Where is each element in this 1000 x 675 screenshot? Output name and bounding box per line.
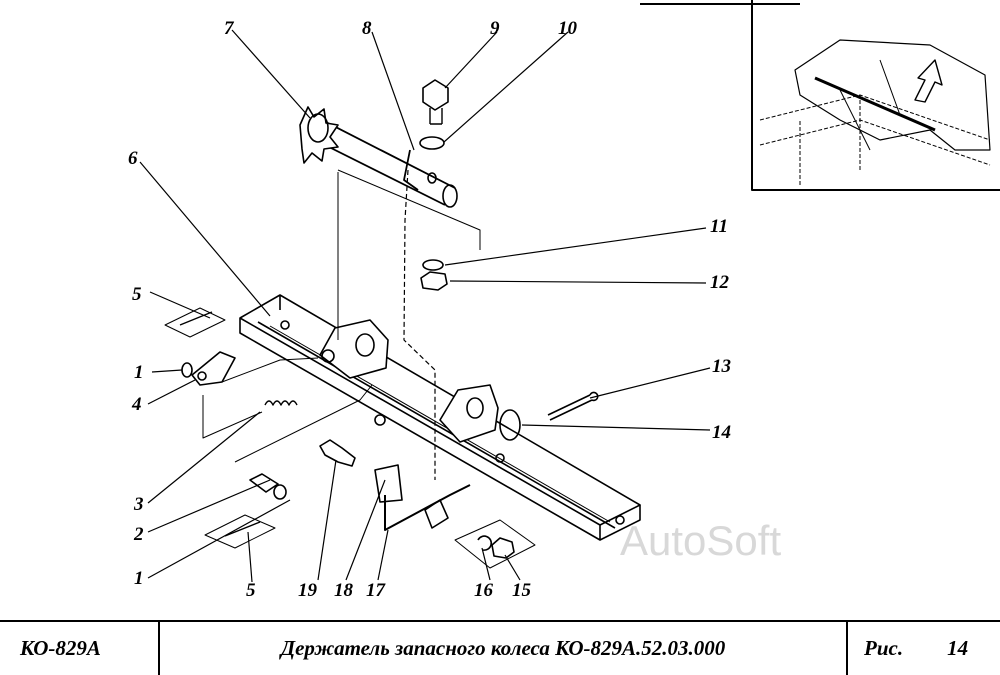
lock-rod-17	[384, 484, 471, 531]
callout-15: 15	[512, 580, 532, 601]
inset-location-view	[640, 0, 1000, 191]
plate-18	[374, 464, 403, 503]
lower-bracket	[439, 384, 499, 443]
retaining-pin	[403, 149, 419, 191]
model-code: КО-829А	[20, 636, 101, 660]
callout-10: 10	[558, 18, 578, 39]
cotter-pin-5-lower	[224, 521, 261, 537]
assembly-line-tube	[337, 169, 481, 250]
figure-cell: Рис. 14	[848, 622, 1000, 675]
model-cell: КО-829А	[0, 622, 160, 675]
washer-16	[477, 535, 493, 551]
upper-bracket	[319, 319, 389, 379]
callout-14: 14	[712, 422, 731, 443]
cotter-pin-13	[547, 391, 599, 421]
spring-3	[264, 400, 298, 406]
title-cell: Держатель запасного колеса КО-829А.52.03…	[160, 622, 848, 675]
callout-19: 19	[298, 580, 318, 601]
exploded-parts-diagram: 7 8 9 10 6 11 12 5 1 4 13 14 3 2 1 5 19 …	[128, 0, 1000, 601]
drawing-title: Держатель запасного колеса КО-829А.52.03…	[280, 636, 726, 660]
title-block: КО-829А Держатель запасного колеса КО-82…	[0, 620, 1000, 675]
callout-16: 16	[474, 580, 494, 601]
spring-washer-11	[422, 259, 444, 271]
callout-1-upper: 1	[134, 362, 144, 383]
cotter-pin-card-5-lower	[204, 514, 276, 549]
callout-7: 7	[224, 18, 235, 39]
assembly-line-latch	[221, 357, 319, 383]
callout-9: 9	[490, 18, 500, 39]
assembly-card-15-16	[454, 519, 536, 569]
watermark: AutoSoft	[620, 517, 781, 564]
clamp-plate	[424, 499, 449, 529]
bolt-19	[319, 439, 356, 467]
callout-3: 3	[133, 494, 144, 515]
callout-12: 12	[710, 272, 730, 293]
washer-1-upper	[181, 362, 193, 378]
bolt-9	[422, 79, 449, 125]
wheel-axle-tube	[299, 106, 458, 208]
figure-number: 14	[947, 636, 969, 660]
washer-14	[499, 409, 521, 441]
callout-11: 11	[710, 216, 728, 237]
assembly-line-pin	[234, 384, 373, 463]
leader-lines	[139, 29, 711, 583]
callout-4: 4	[131, 394, 142, 415]
holder-channel-frame	[239, 294, 641, 541]
callout-2: 2	[133, 524, 144, 545]
washer-1-lower	[273, 484, 287, 500]
washer-10	[419, 136, 445, 150]
callout-1-lower: 1	[134, 568, 144, 589]
callout-8: 8	[362, 18, 372, 39]
callout-5-lower: 5	[246, 580, 256, 601]
assembly-line-arrow	[202, 395, 263, 439]
pin-dashed-assembly-line	[403, 169, 436, 480]
callout-18: 18	[334, 580, 354, 601]
latch-plate-4	[191, 351, 236, 386]
figure-label: Рис.	[864, 636, 904, 660]
nut-15	[491, 537, 515, 559]
cotter-pin-card-5-upper	[164, 307, 226, 338]
callout-13: 13	[712, 356, 731, 377]
callout-5-upper: 5	[132, 284, 142, 305]
cotter-pin-5-upper	[179, 311, 213, 326]
nut-12	[420, 271, 448, 291]
callout-6: 6	[128, 148, 138, 169]
callout-17: 17	[366, 580, 387, 601]
